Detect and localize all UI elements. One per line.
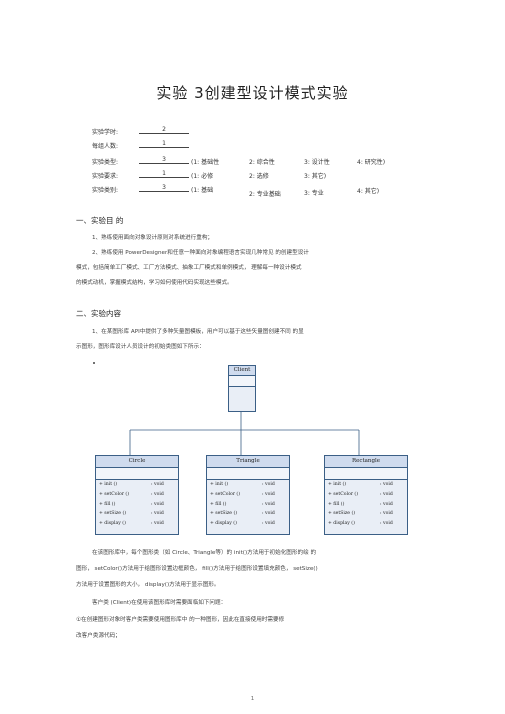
meta-value-category: 3 <box>139 184 189 192</box>
paragraph-line: 在该图形库中，每个图形类（如 Circle、Triangle等）的 init()… <box>92 550 317 556</box>
uml-operations: + init (): void + setColor (): void + fi… <box>325 480 407 529</box>
meta-option: 2: 专业基础 <box>249 191 281 198</box>
uml-operation: + init (): void <box>328 482 393 487</box>
uml-class-circle: Circle + init (): void + setColor (): vo… <box>95 455 179 535</box>
section-heading-content: 二、实验内容 <box>76 309 121 318</box>
uml-operation: + fill (): void <box>328 501 393 507</box>
uml-operation: + setSize (): void <box>99 511 164 517</box>
uml-class-rectangle: Rectangle + init (): void + setColor ():… <box>324 455 408 535</box>
paragraph-line: 图形， setColor()方法用于给图形设置边框颜色， fill()方法用于给… <box>76 566 318 572</box>
uml-class-name: Client <box>229 366 255 376</box>
uml-operation: + fill (): void <box>210 501 275 507</box>
meta-value-group: 1 <box>139 140 189 148</box>
paragraph-line: 的模式动机，掌握模式结构，学习如何使用代码实现这些模式。 <box>76 280 233 286</box>
meta-option: 4: 研究性) <box>357 159 386 166</box>
paragraph-line: 1、在某图形库 API中提供了多种矢量图模板，用户可以基于这些矢量图创建不同 的… <box>92 329 304 335</box>
meta-label-category: 实验类别: <box>92 187 119 194</box>
meta-option: 3: 设计性 <box>304 159 330 166</box>
uml-attributes <box>207 468 289 480</box>
uml-attributes <box>229 376 255 387</box>
paragraph-line: 客户类 (Client)在使用该图形库时需要面临如下问题： <box>92 600 227 606</box>
uml-operation: + display (): void <box>210 521 275 527</box>
page-number: 1 <box>250 696 255 702</box>
uml-operation: + display (): void <box>328 521 393 527</box>
meta-label-type: 实验类型: <box>92 159 119 166</box>
uml-operation: + display (): void <box>99 521 164 527</box>
paragraph-line: ①在创建图形对象时客户类需要使用图形库中 的一种图形，因此在直接使用时需要修 <box>76 617 285 623</box>
paragraph-line: 1、熟练使用面向对象设计原则对系统进行重构； <box>92 235 214 241</box>
section-heading-objectives: 一、实验目 的 <box>76 216 124 225</box>
meta-option: (1: 基础性 <box>191 159 220 166</box>
meta-option: 3: 其它) <box>304 173 327 180</box>
uml-operation: + fill (): void <box>99 501 164 507</box>
uml-operation: + setColor (): void <box>328 491 393 497</box>
paragraph-line: 模式，包括简单工厂模式、工厂方法模式、抽象工厂模式和单例模式， 理解每一种设计模… <box>76 265 302 271</box>
uml-operations: + init (): void + setColor (): void + fi… <box>207 480 289 529</box>
uml-operation: + init (): void <box>210 482 275 487</box>
uml-class-name: Triangle <box>207 456 289 468</box>
uml-class-triangle: Triangle + init (): void + setColor (): … <box>206 455 290 535</box>
meta-label-hours: 实验学时: <box>92 129 119 136</box>
uml-operation: + setSize (): void <box>210 511 275 517</box>
uml-operation: + init (): void <box>99 482 164 487</box>
meta-option: 4: 其它) <box>357 188 380 195</box>
meta-value-require: 1 <box>139 170 189 178</box>
paragraph-line: 2、熟练使用 PowerDesigner和任意一种面向对象编程语言实现几种常见 … <box>92 250 309 256</box>
paragraph-line: 方法用于设置图形的大小， display()方法用于显示图形。 <box>76 582 220 588</box>
uml-class-client: Client <box>228 365 256 412</box>
uml-class-name: Circle <box>96 456 178 468</box>
meta-value-hours: 2 <box>139 126 189 134</box>
meta-option: 3: 专业 <box>304 190 324 197</box>
uml-operation: + setColor (): void <box>99 491 164 497</box>
uml-attributes <box>325 468 407 480</box>
uml-operations: + init (): void + setColor (): void + fi… <box>96 480 178 529</box>
meta-option: (1: 基础 <box>191 187 214 194</box>
uml-operation: + setColor (): void <box>210 491 275 497</box>
meta-option: (1: 必修 <box>191 173 214 180</box>
bullet-dot <box>93 362 95 364</box>
meta-option: 2: 选修 <box>249 173 269 180</box>
uml-class-name: Rectangle <box>325 456 407 468</box>
meta-option: 2: 综合性 <box>249 159 275 166</box>
paragraph-line: 改客户类源代码； <box>76 633 121 639</box>
paragraph-line: 示图形，图形库设计人员设计的初始类图如下所示： <box>76 344 205 350</box>
meta-label-require: 实验要求: <box>92 173 119 180</box>
uml-operation: + setSize (): void <box>328 511 393 517</box>
uml-attributes <box>96 468 178 480</box>
page-title: 实验 3创建型设计模式实验 <box>156 84 349 102</box>
meta-label-group: 每组人数: <box>92 143 119 150</box>
meta-value-type: 3 <box>139 156 189 164</box>
